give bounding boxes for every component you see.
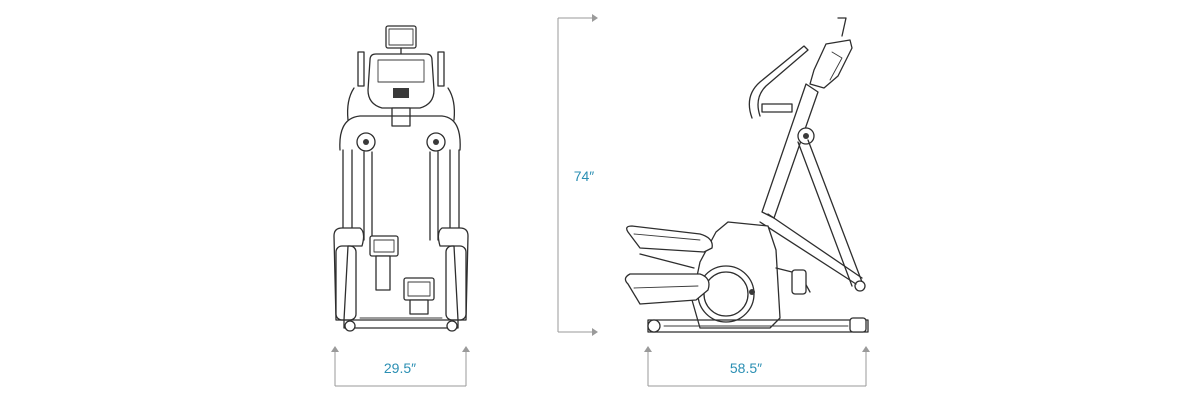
width-dimension: 29.5″ — [331, 346, 470, 387]
height-arrow-top — [592, 14, 598, 22]
height-dimension: 74″ — [557, 14, 598, 336]
width-dimension-label: 29.5″ — [384, 360, 416, 376]
front-view-machine — [333, 25, 469, 332]
height-dimension-label: 74″ — [574, 168, 595, 184]
width-arrow-left — [331, 346, 339, 352]
length-arrow-right — [862, 346, 870, 352]
height-arrow-bottom — [592, 328, 598, 336]
side-view-machine — [624, 17, 869, 333]
length-dimension: 58.5″ — [644, 346, 870, 387]
width-arrow-right — [462, 346, 470, 352]
length-dimension-label: 58.5″ — [730, 360, 762, 376]
length-arrow-left — [644, 346, 652, 352]
